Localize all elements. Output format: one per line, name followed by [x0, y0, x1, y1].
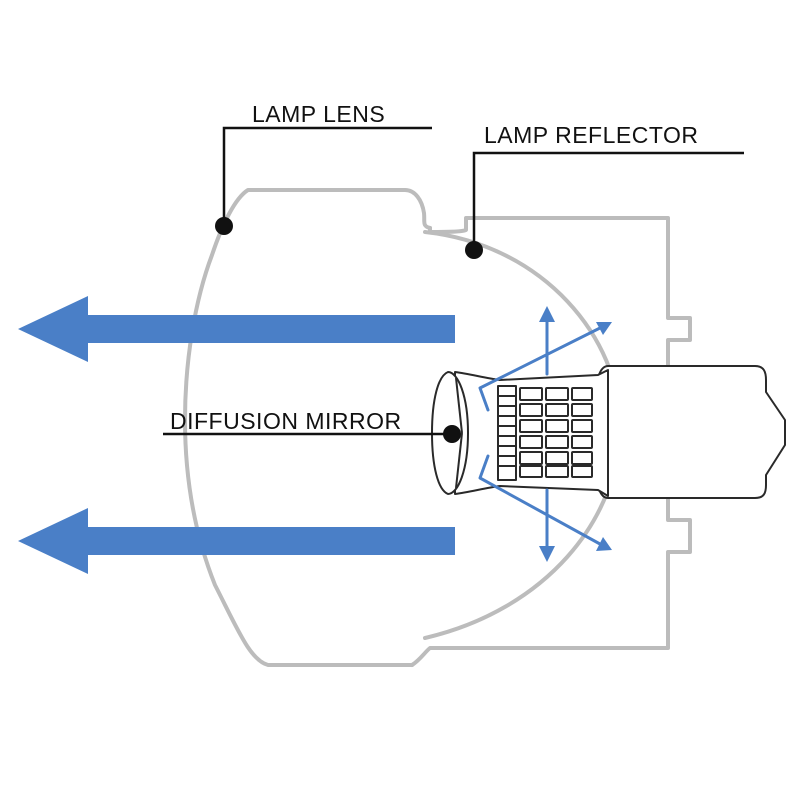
led-chip [571, 387, 593, 401]
callout-lamp-lens: LAMP LENS [215, 101, 432, 235]
lamp-lens-leader [222, 126, 432, 226]
ray-upper-reflect-head [596, 322, 612, 335]
led-chip [571, 451, 593, 465]
light-rays [478, 306, 612, 562]
led-chip [545, 451, 569, 465]
led-chip [571, 419, 593, 433]
callout-lamp-reflector: LAMP REFLECTOR [465, 122, 744, 259]
housing-outline [410, 216, 692, 667]
led-chip [571, 465, 593, 478]
led-chip [545, 387, 569, 401]
led-chips [519, 387, 593, 478]
led-chip [545, 435, 569, 449]
led-chip [571, 403, 593, 417]
lamp-reflector-leader [472, 151, 744, 250]
lamp-reflector-label: LAMP REFLECTOR [484, 122, 698, 148]
ray-lower-reflect [478, 454, 602, 546]
lamp-lens-marker [215, 217, 233, 235]
lamp-reflector-marker [465, 241, 483, 259]
output-light-arrow-lower [18, 508, 455, 574]
led-chip [545, 419, 569, 433]
ray-upper-reflect [478, 326, 602, 412]
output-light-arrow-upper [18, 296, 455, 362]
ray-down-head [539, 546, 555, 562]
led-chip [519, 403, 543, 417]
lamp-lens-label: LAMP LENS [252, 101, 385, 127]
led-chip [519, 451, 543, 465]
ray-lower-reflect-head [596, 537, 612, 551]
cap-line-bottom [455, 432, 463, 489]
diffusion-mirror-marker [443, 425, 461, 443]
led-chip [545, 403, 569, 417]
led-chip [519, 419, 543, 433]
led-chip [545, 465, 569, 478]
led-chip [519, 387, 543, 401]
ray-up-head [539, 306, 555, 322]
led-chip [571, 435, 593, 449]
diffusion-mirror-label: DIFFUSION MIRROR [170, 408, 402, 434]
led-chip [519, 435, 543, 449]
cap-line-top [455, 377, 463, 434]
led-bulb [431, 365, 786, 499]
led-chip [519, 465, 543, 478]
bulb-base [593, 365, 786, 499]
callout-diffusion-mirror: DIFFUSION MIRROR [163, 408, 461, 443]
